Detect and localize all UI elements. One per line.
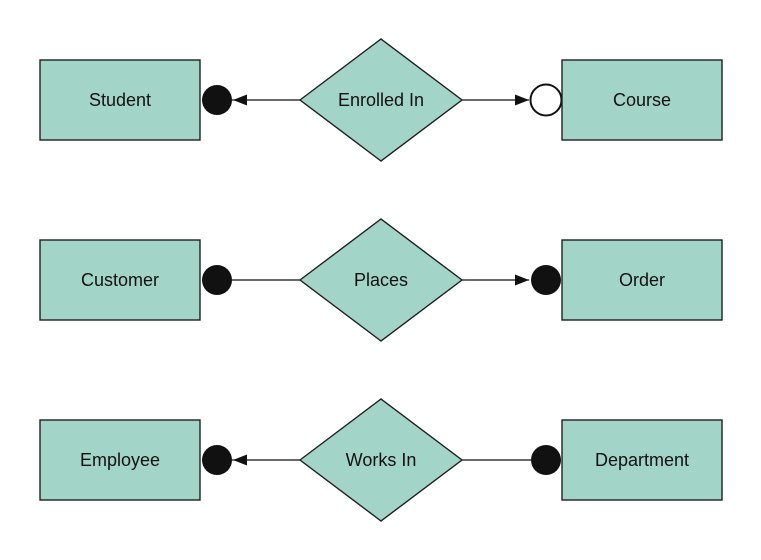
entity-label-course: Course xyxy=(613,90,671,110)
entity-label-order: Order xyxy=(619,270,665,290)
connector-arrowhead-right xyxy=(515,94,529,106)
cardinality-marker-filled-circle xyxy=(531,445,561,475)
entity-box-student xyxy=(39,59,201,141)
cardinality-marker-filled-circle xyxy=(202,445,232,475)
entity-box-course xyxy=(561,59,723,141)
entity-label-customer: Customer xyxy=(81,270,159,290)
entity-label-employee: Employee xyxy=(80,450,160,470)
entity-box-employee xyxy=(39,419,201,501)
cardinality-marker-filled-circle xyxy=(531,265,561,295)
cardinality-marker-open-circle xyxy=(529,83,563,117)
relationship-row-student-course: Student Enrolled In Course xyxy=(39,38,723,162)
entity-label-student: Student xyxy=(89,90,151,110)
connector-arrowhead-left xyxy=(233,94,247,106)
entity-box-customer xyxy=(39,239,201,321)
cardinality-marker-filled-circle xyxy=(202,265,232,295)
relationship-label-works-in: Works In xyxy=(346,450,417,470)
relationship-row-customer-order: Customer Places Order xyxy=(39,218,723,342)
entity-box-order xyxy=(561,239,723,321)
relationship-label-places: Places xyxy=(354,270,408,290)
relationship-label-enrolled-in: Enrolled In xyxy=(338,90,424,110)
cardinality-marker-filled-circle xyxy=(202,85,232,115)
entity-box-department xyxy=(561,419,723,501)
connector-arrowhead-left xyxy=(233,454,247,466)
connector-arrowhead-right xyxy=(515,274,529,286)
relationship-row-employee-department: Employee Works In Department xyxy=(39,398,723,522)
entity-label-department: Department xyxy=(595,450,689,470)
